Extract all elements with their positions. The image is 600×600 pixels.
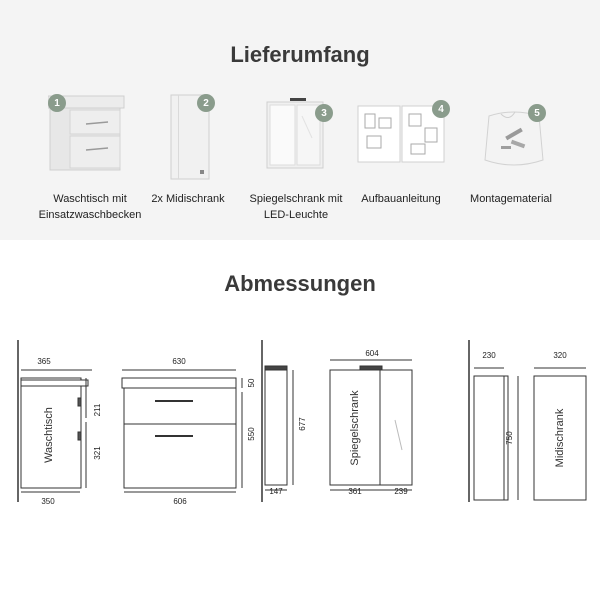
dimensions-heading: Abmessungen bbox=[224, 271, 376, 296]
item-number-badge: 5 bbox=[528, 104, 546, 122]
dim-midi-height: 750 bbox=[505, 431, 514, 445]
dim-midi-depth: 230 bbox=[482, 351, 496, 360]
dim-spiegel-depth: 147 bbox=[269, 487, 283, 496]
dim-waschtisch-front-bottom: 606 bbox=[173, 497, 187, 506]
dim-spiegel-height: 677 bbox=[298, 417, 307, 431]
item-hardware-caption: Montagematerial bbox=[470, 193, 552, 205]
dim-waschtisch-upper-drawer: 211 bbox=[93, 403, 102, 416]
dim-spiegel-width: 604 bbox=[365, 349, 379, 358]
dim-waschtisch-lower-drawer: 321 bbox=[93, 446, 102, 460]
item-midi-caption: 2x Midischrank bbox=[151, 193, 225, 205]
dimensions-drawings: 365 211 321 350 Waschtisch 630 50 550 60… bbox=[0, 330, 600, 510]
item-number-badge: 1 bbox=[48, 94, 66, 112]
dim-waschtisch-height: 550 bbox=[247, 427, 256, 441]
item-number-badge: 4 bbox=[432, 100, 450, 118]
item-number-badge: 2 bbox=[197, 94, 215, 112]
item-mirror-caption: Spiegelschrank mit LED-Leuchte bbox=[249, 193, 343, 221]
dim-waschtisch-basin: 50 bbox=[247, 378, 256, 387]
item-number-badge: 3 bbox=[315, 104, 333, 122]
label-spiegelschrank: Spiegelschrank bbox=[349, 390, 361, 466]
dim-waschtisch-front-top: 630 bbox=[172, 357, 186, 366]
label-midischrank: Midischrank bbox=[554, 408, 566, 467]
dim-spiegel-right-door: 239 bbox=[394, 487, 408, 496]
dim-spiegel-left-door: 361 bbox=[348, 487, 362, 496]
dimensions-svg: 365 211 321 350 Waschtisch 630 50 550 60… bbox=[17, 340, 587, 506]
washbasin-cabinet-icon bbox=[48, 95, 125, 171]
mirror-cabinet-icon bbox=[266, 98, 324, 169]
delivery-scope-heading: Lieferumfang bbox=[230, 42, 370, 67]
label-waschtisch: Waschtisch bbox=[43, 407, 55, 463]
hardware-bag-icon bbox=[484, 111, 544, 166]
dim-waschtisch-side-top: 365 bbox=[37, 357, 51, 366]
dim-waschtisch-side-bottom: 350 bbox=[41, 497, 55, 506]
dim-midi-width: 320 bbox=[553, 351, 567, 360]
item-manual-caption: Aufbauanleitung bbox=[361, 193, 441, 205]
item-washbasin-caption: Waschtisch mit Einsatzwaschbecken bbox=[38, 193, 142, 221]
